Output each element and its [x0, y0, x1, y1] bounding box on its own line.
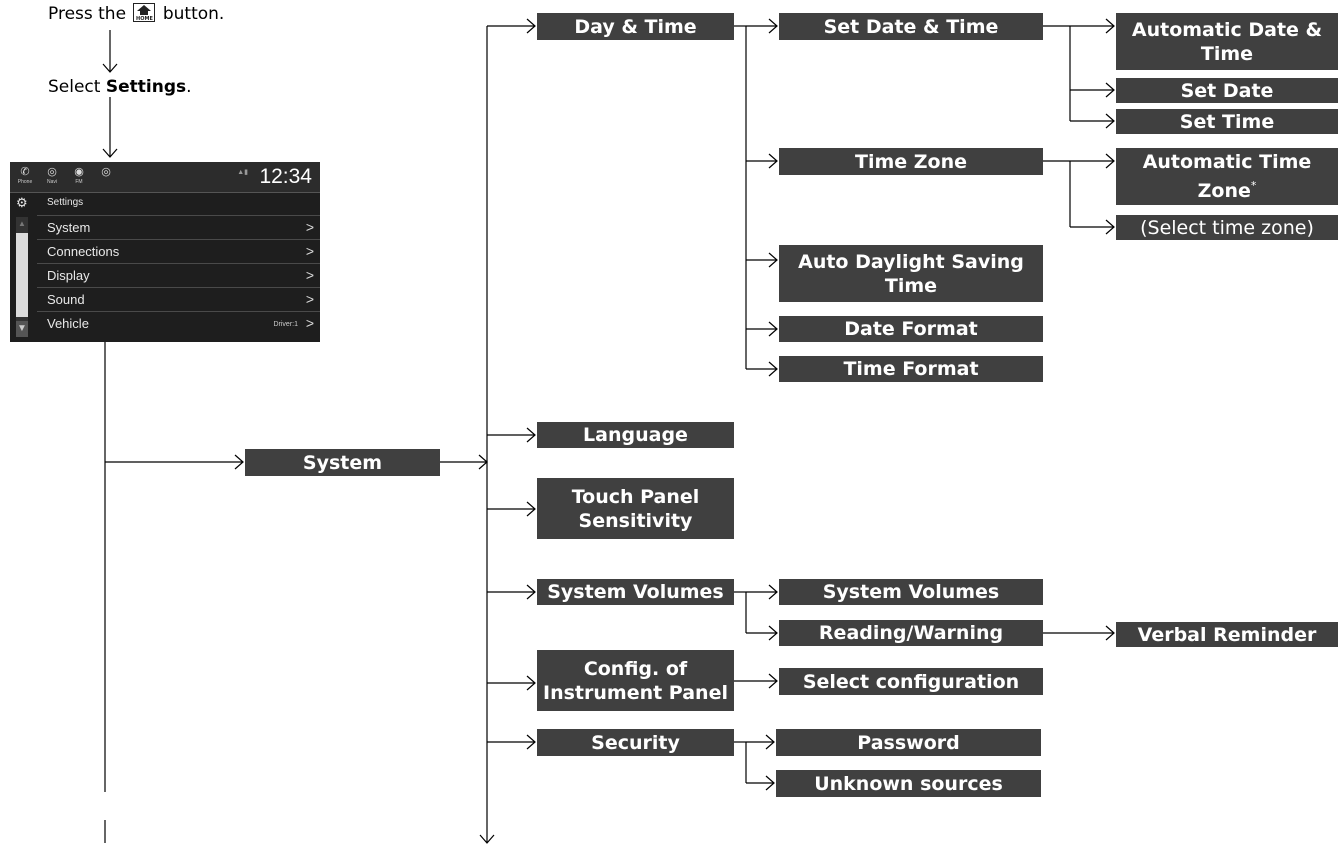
app-icon: ◎ — [101, 166, 111, 178]
scrollbar-thumb — [16, 233, 28, 317]
arrowhead — [768, 673, 778, 689]
chevron-right-icon: > — [305, 267, 314, 283]
select-settings-instruction: Select Settings. — [48, 77, 192, 97]
box-config-instrument-panel: Config. of Instrument Panel — [537, 650, 734, 711]
arrowhead — [768, 153, 778, 169]
scroll-up-icon: ▲ — [18, 219, 26, 228]
radio-icon: ◉FM — [74, 166, 84, 185]
arrowhead — [526, 501, 536, 517]
scrollbar: ▲ ▼ — [16, 217, 28, 337]
box-select-time-zone: (Select time zone) — [1116, 215, 1338, 240]
arrowhead — [526, 18, 536, 34]
box-auto-daylight-saving-time: Auto Daylight Saving Time — [779, 245, 1043, 302]
arrowhead — [1105, 82, 1115, 98]
arrowhead — [1105, 219, 1115, 235]
box-touch-panel-sensitivity: Touch Panel Sensitivity — [537, 478, 734, 539]
chevron-right-icon: > — [305, 291, 314, 307]
menu-item-display: Display> — [37, 263, 320, 288]
arrowhead — [765, 775, 775, 791]
arrowhead — [768, 361, 778, 377]
arrowhead — [526, 734, 536, 750]
box-security: Security — [537, 729, 734, 756]
settings-screenshot: ✆Phone ◎Navi ◉FM ◎ ▲▮ 12:34 ⚙ Settings ▲… — [10, 162, 320, 342]
box-system: System — [245, 449, 440, 476]
box-time-zone: Time Zone — [779, 148, 1043, 175]
arrowhead — [1105, 113, 1115, 129]
press-home-instruction: Press the HOME button. — [48, 3, 225, 24]
box-reading-warning: Reading/Warning — [779, 620, 1043, 646]
settings-header: ⚙ Settings — [16, 195, 84, 210]
box-language: Language — [537, 422, 734, 448]
box-set-date-time: Set Date & Time — [779, 13, 1043, 40]
arrowhead — [479, 834, 495, 844]
phone-icon: ✆Phone — [17, 166, 33, 185]
box-system-volumes-sub: System Volumes — [779, 579, 1043, 605]
arrowhead — [768, 625, 778, 641]
chevron-right-icon: > — [305, 315, 314, 331]
box-unknown-sources: Unknown sources — [776, 770, 1041, 797]
menu-item-connections: Connections> — [37, 239, 320, 264]
box-automatic-date-time: Automatic Date & Time — [1116, 13, 1338, 70]
box-automatic-time-zone: Automatic Time Zone* — [1116, 148, 1338, 205]
arrowhead — [768, 18, 778, 34]
clock: 12:34 — [259, 165, 312, 188]
menu-item-system: System> — [37, 215, 320, 240]
box-day-time: Day & Time — [537, 13, 734, 40]
menu-item-sound: Sound> — [37, 287, 320, 312]
arrowhead — [526, 427, 536, 443]
box-time-format: Time Format — [779, 356, 1043, 382]
scroll-down-icon: ▼ — [16, 321, 28, 337]
box-set-time: Set Time — [1116, 109, 1338, 134]
arrowhead — [1105, 625, 1115, 641]
arrowhead — [102, 63, 118, 73]
arrowhead — [768, 584, 778, 600]
arrowhead — [768, 321, 778, 337]
navi-icon: ◎Navi — [46, 166, 57, 185]
gear-icon: ⚙ — [16, 195, 28, 210]
chevron-right-icon: > — [305, 219, 314, 235]
arrowhead — [234, 454, 244, 470]
arrowhead — [526, 675, 536, 691]
box-password: Password — [776, 729, 1041, 756]
arrowhead — [1105, 153, 1115, 169]
box-select-configuration: Select configuration — [779, 668, 1043, 695]
signal-icon: ▲▮ — [237, 169, 248, 176]
arrowhead — [102, 148, 118, 158]
box-date-format: Date Format — [779, 316, 1043, 342]
box-system-volumes: System Volumes — [537, 579, 734, 605]
arrowhead — [765, 734, 775, 750]
chevron-right-icon: > — [305, 243, 314, 259]
arrowhead — [1105, 18, 1115, 34]
box-set-date: Set Date — [1116, 78, 1338, 103]
box-verbal-reminder: Verbal Reminder — [1116, 622, 1338, 647]
screen-top-bar: ✆Phone ◎Navi ◉FM ◎ ▲▮ 12:34 — [10, 162, 320, 193]
arrowhead — [768, 252, 778, 268]
home-button-icon: HOME — [133, 3, 156, 22]
arrowhead — [526, 584, 536, 600]
